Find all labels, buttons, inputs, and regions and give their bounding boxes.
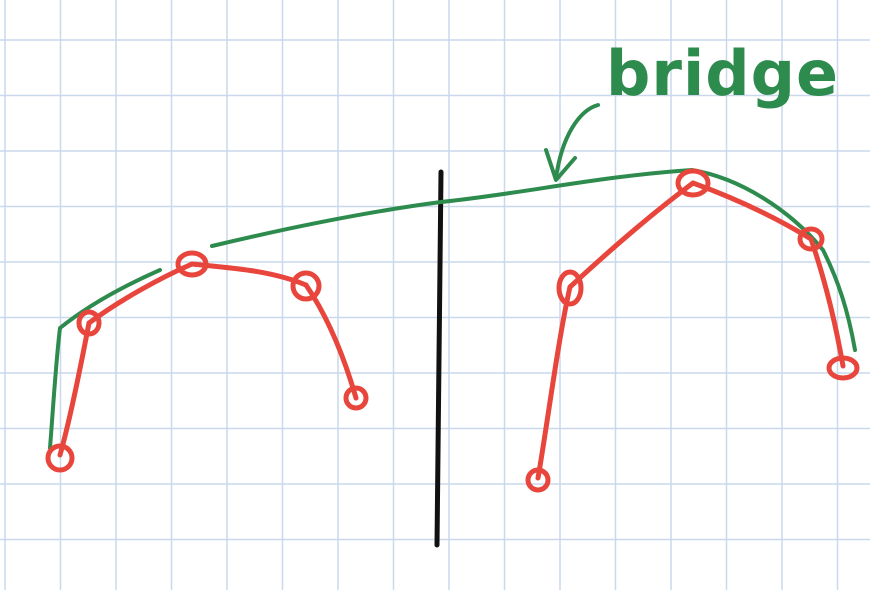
tree-edge xyxy=(189,261,309,288)
tree-right xyxy=(525,168,860,493)
tree-node xyxy=(675,168,711,198)
tree-edge xyxy=(86,261,195,326)
tree-node xyxy=(175,250,209,278)
divider-line xyxy=(434,169,444,548)
tree-node xyxy=(45,443,75,473)
tree-node xyxy=(343,385,369,411)
tree-node xyxy=(290,270,322,302)
tree-node xyxy=(826,355,860,381)
curved-arrow-icon xyxy=(544,103,600,182)
tree-node xyxy=(525,467,551,493)
tree-node xyxy=(76,309,102,337)
tree-node xyxy=(556,269,584,307)
tree-edge xyxy=(567,180,696,290)
tree-node xyxy=(797,226,825,252)
tree-edge xyxy=(808,236,846,369)
tree-edge xyxy=(535,284,573,481)
tree-edge xyxy=(57,320,92,458)
tree-left xyxy=(45,250,369,473)
tree-edge xyxy=(303,282,359,401)
bridge-label: bridge xyxy=(606,37,839,110)
bridge-curve xyxy=(48,168,857,450)
